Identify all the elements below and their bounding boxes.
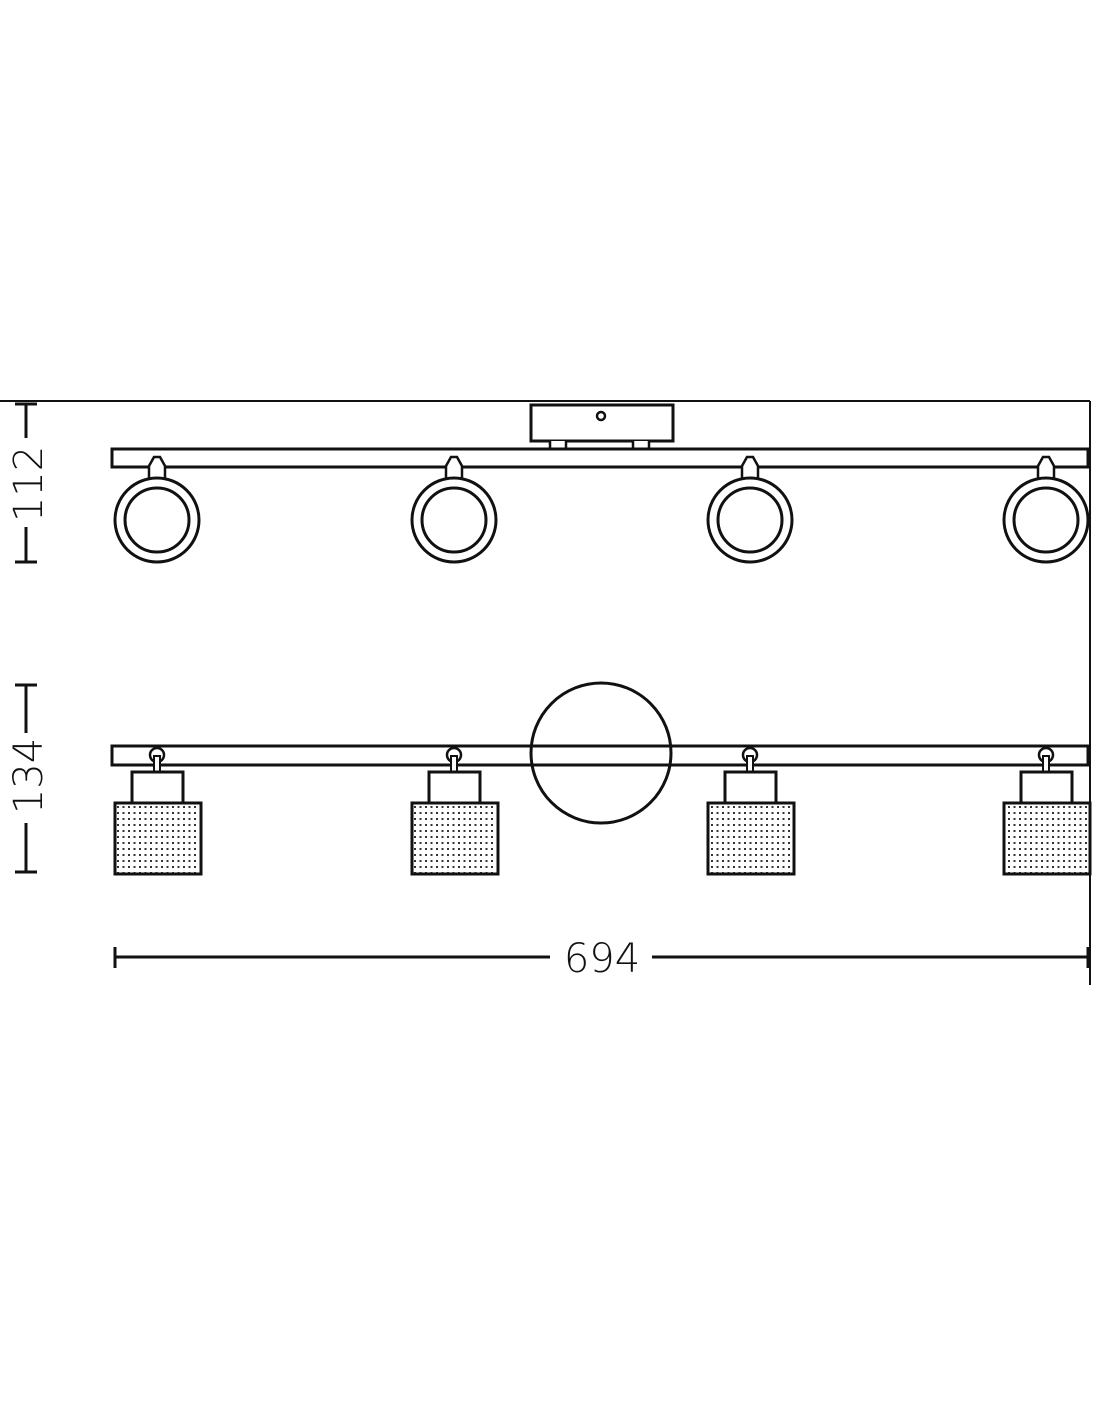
spot-mount <box>740 455 760 478</box>
canopy-disc <box>529 681 673 825</box>
spot-stem <box>746 755 754 774</box>
canopy <box>529 403 675 443</box>
spot-neck <box>723 770 778 805</box>
spot-mount <box>444 455 464 478</box>
spot-shade <box>1002 801 1092 876</box>
spot-inner-ring <box>420 486 488 554</box>
dimension-total-width: 694 <box>564 936 640 982</box>
track-bar <box>110 744 1090 767</box>
spot-outer-ring <box>1002 476 1090 564</box>
dimension-side-height: 134 <box>6 738 52 814</box>
spot-neck <box>130 770 185 805</box>
track-bar <box>110 447 1090 469</box>
spot-neck <box>1019 770 1074 805</box>
spot-inner-ring <box>1012 486 1080 554</box>
dimension-front-height: 112 <box>6 446 52 522</box>
spot-outer-ring <box>410 476 498 564</box>
dimension-text-mask <box>555 935 650 979</box>
canopy-screw <box>595 410 607 422</box>
side-view <box>110 681 1092 876</box>
spot-stem <box>450 755 458 774</box>
spot-outer-ring <box>706 476 794 564</box>
spot-shade <box>410 801 500 876</box>
spot-inner-ring <box>716 486 784 554</box>
spot-outer-ring <box>113 476 201 564</box>
spot-neck <box>427 770 482 805</box>
spot-shade <box>113 801 203 876</box>
spot-mount <box>147 455 167 478</box>
dimension-lines <box>0 400 1091 985</box>
spot-stem <box>153 755 161 774</box>
spot-stem <box>1042 755 1050 774</box>
spot-mount <box>1036 455 1056 478</box>
spot-shade <box>706 801 796 876</box>
front-view <box>110 403 1090 564</box>
spot-inner-ring <box>123 486 191 554</box>
